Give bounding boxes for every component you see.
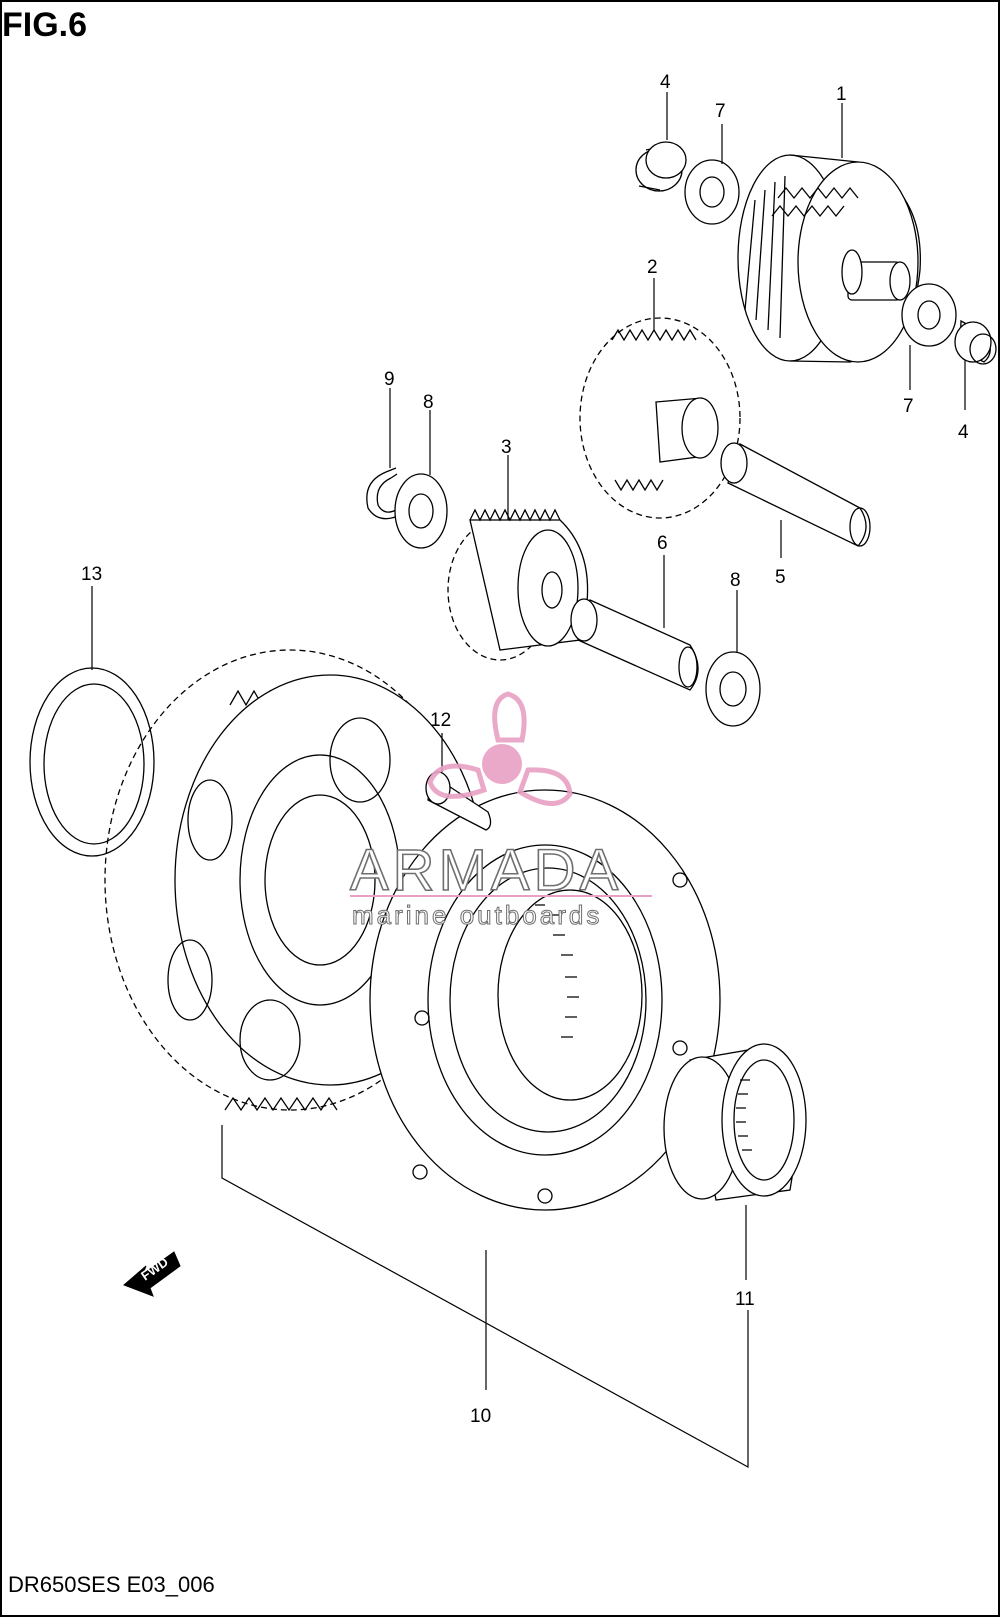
part-4-top-bushing (635, 141, 687, 192)
callout-4-right: 4 (958, 422, 969, 443)
callout-8-upper: 8 (423, 392, 434, 413)
part-9-circlip (366, 467, 399, 520)
callout-13: 13 (81, 564, 102, 585)
callout-8-lower: 8 (730, 570, 741, 591)
part-5-shaft (720, 442, 871, 547)
part-13-ring (29, 667, 155, 857)
callout-7-top: 7 (715, 101, 726, 122)
callout-labels: 4 7 1 2 7 4 9 8 3 5 6 8 13 12 10 11 (81, 72, 969, 1427)
part-6-shaft (570, 598, 699, 691)
callout-12: 12 (430, 710, 451, 731)
callout-11: 11 (735, 1289, 755, 1310)
watermark-brand: ARMADA (350, 838, 622, 903)
part-7-right-washer (901, 283, 957, 347)
callout-4-top: 4 (660, 72, 671, 93)
callout-1: 1 (836, 84, 847, 105)
figure-title: FIG.6 (2, 6, 87, 44)
callout-10: 10 (470, 1406, 491, 1427)
armada-watermark: ARMADA marine outboards (349, 691, 652, 931)
part-11-bearing (663, 1043, 807, 1201)
callout-2: 2 (647, 257, 658, 278)
callout-5: 5 (775, 567, 786, 588)
part-8-lower-washer (705, 651, 761, 727)
callout-6: 6 (657, 533, 668, 554)
part-2-idle-gear (579, 317, 741, 519)
figure-code: DR650SES E03_006 (8, 1572, 215, 1597)
part-8-upper-washer (394, 473, 448, 549)
fwd-arrow-icon: FWD (123, 1251, 181, 1297)
part-1-clutch-hub (737, 154, 921, 363)
callout-9: 9 (384, 369, 395, 390)
callout-7-right: 7 (903, 396, 914, 417)
callout-3: 3 (501, 437, 512, 458)
part-4-right-bushing (954, 319, 997, 365)
part-3-small-gear (447, 508, 589, 661)
propeller-logo-icon (427, 691, 573, 806)
part-10-starter-gear (104, 649, 721, 1211)
leader-lines (91, 92, 966, 1469)
watermark-tagline: marine outboards (352, 900, 602, 930)
part-7-top-washer (684, 159, 740, 225)
